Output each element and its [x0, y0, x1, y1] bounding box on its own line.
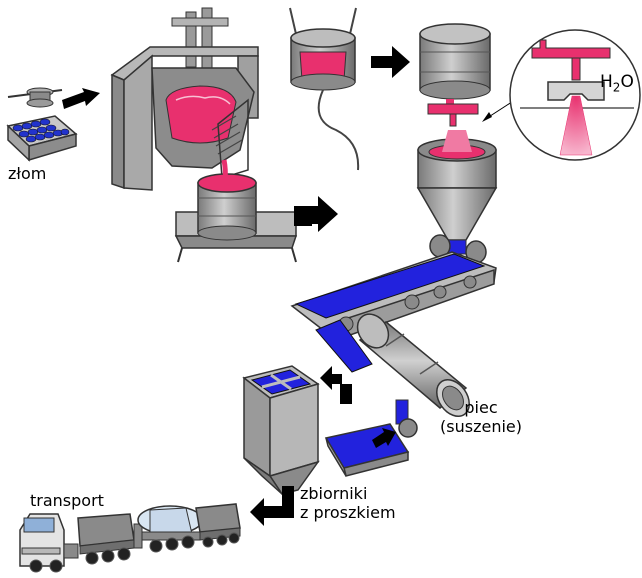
nozzle-detail-callout [509, 29, 641, 161]
atomization-chamber [416, 130, 498, 255]
water-h: H [600, 72, 613, 92]
flow-arrow-icon [371, 46, 410, 78]
transport-label: transport [30, 491, 104, 510]
water-subscript: 2 [612, 80, 621, 95]
flow-arrow-icon [320, 366, 352, 404]
powder-tray [324, 423, 410, 477]
transport-truck [19, 503, 241, 573]
flow-arrow-icon [294, 196, 338, 232]
scale-icon [7, 87, 63, 108]
crane-ladle [289, 7, 360, 171]
flow-arrow-icon [250, 486, 294, 526]
water-o: O [620, 72, 634, 92]
ladle-bottom [174, 159, 298, 263]
conveyor-belt [290, 234, 497, 373]
furnace-label-line2: (suszenie) [440, 417, 522, 436]
furnace-label: piec (suszenie) [436, 398, 526, 436]
tanks-label-line2: z proszkiem [300, 503, 396, 522]
scrap-label: złom [8, 164, 47, 183]
atomizer-tundish [419, 23, 491, 127]
flow-arrow-icon [372, 428, 396, 448]
powder-tank [242, 365, 320, 495]
scrap-crate [6, 115, 78, 162]
melting-furnace [110, 7, 259, 191]
tanks-label: zbiorniki z proszkiem [300, 484, 396, 522]
furnace-label-line1: piec [464, 398, 498, 417]
tanks-label-line1: zbiorniki [300, 484, 368, 503]
water-label: H2O [600, 72, 634, 94]
flow-arrow-icon [62, 88, 100, 109]
rotary-furnace [356, 313, 470, 438]
